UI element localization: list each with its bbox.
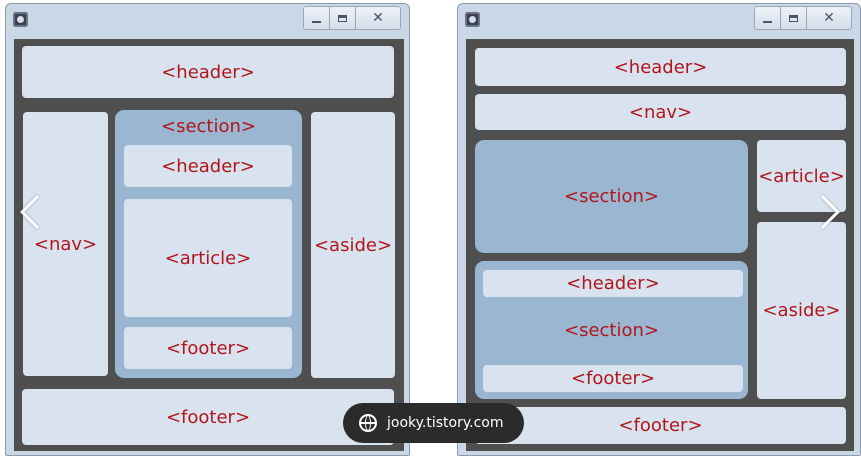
app-icon[interactable] [13, 12, 28, 27]
window-left: ✕ <header> <nav> <section> <header> <art… [5, 3, 410, 456]
footer-box: <footer> [22, 389, 394, 445]
close-icon[interactable]: ✕ [823, 10, 835, 26]
client-area: <header> <nav> <section> <header> <artic… [14, 39, 404, 451]
section-footer-label: <footer> [165, 337, 251, 359]
titlebar[interactable]: ✕ [458, 4, 860, 36]
close-icon[interactable]: ✕ [372, 10, 384, 26]
window-right: ✕ <header> <nav> <section> <article> <se… [457, 3, 861, 456]
globe-icon [359, 414, 377, 432]
nav-label: <nav> [33, 233, 98, 255]
section-top-box: <section> [475, 140, 748, 253]
section-header-box: <header> [124, 145, 292, 187]
footer-box: <footer> [475, 407, 846, 444]
header-box: <header> [22, 46, 394, 98]
minimize-icon[interactable] [304, 7, 330, 29]
nav-box: <nav> [475, 94, 846, 130]
section-bottom-footer-box: <footer> [483, 365, 743, 392]
aside-box: <aside> [311, 112, 395, 378]
article-label: <article> [758, 165, 845, 187]
aside-label: <aside> [762, 300, 841, 321]
nav-box: <nav> [23, 112, 108, 376]
section-header-label: <header> [161, 155, 255, 177]
nav-label: <nav> [628, 101, 693, 123]
section-bottom-header-box: <header> [483, 270, 743, 297]
header-label: <header> [161, 61, 255, 83]
header-label: <header> [613, 56, 708, 78]
maximize-icon[interactable] [330, 7, 356, 29]
footer-label: <footer> [618, 415, 703, 436]
aside-box: <aside> [757, 222, 846, 399]
footer-label: <footer> [165, 406, 251, 428]
window-controls: ✕ [754, 6, 852, 30]
watermark-badge[interactable]: jooky.tistory.com [343, 403, 524, 443]
section-footer-box: <footer> [124, 327, 292, 369]
section-label: <section> [161, 116, 256, 137]
section-bottom-header-label: <header> [566, 273, 660, 294]
watermark-text: jooky.tistory.com [387, 415, 504, 431]
article-label: <article> [164, 247, 252, 269]
section-bottom-label: <section> [564, 319, 659, 341]
header-box: <header> [475, 48, 846, 86]
titlebar[interactable]: ✕ [6, 4, 409, 36]
section-bottom-footer-label: <footer> [570, 368, 656, 389]
client-area: <header> <nav> <section> <article> <sect… [466, 39, 854, 451]
minimize-icon[interactable] [755, 7, 781, 29]
article-box: <article> [757, 140, 846, 212]
window-controls: ✕ [303, 6, 401, 30]
maximize-icon[interactable] [781, 7, 807, 29]
aside-label: <aside> [313, 234, 393, 256]
app-icon[interactable] [465, 12, 480, 27]
article-box: <article> [124, 199, 292, 317]
section-top-label: <section> [564, 186, 659, 207]
